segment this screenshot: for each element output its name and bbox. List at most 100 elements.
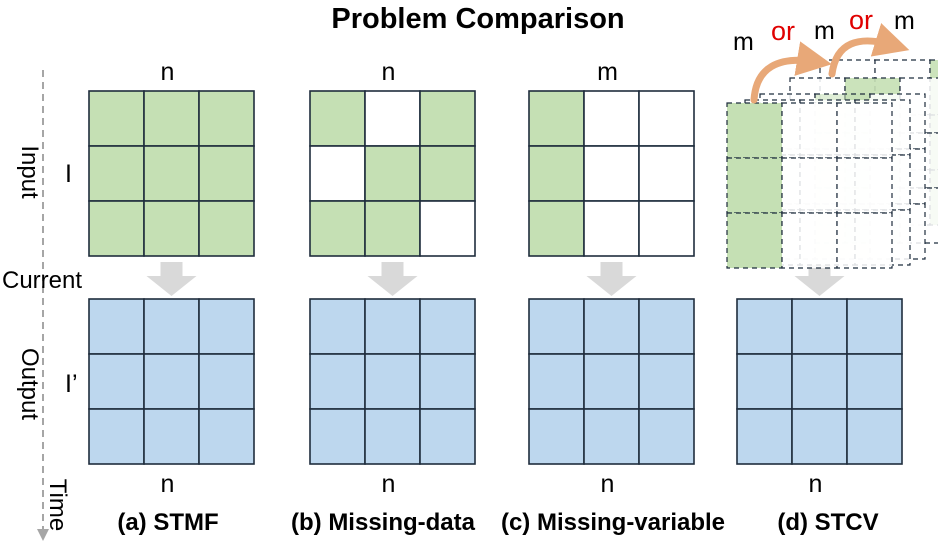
stcv-label-m-2: m [814, 17, 835, 45]
input-grid-cell [309, 200, 366, 257]
output-row-label: I’ [65, 370, 78, 398]
output-grid-cell [143, 408, 200, 465]
input-grid-cell [583, 145, 640, 202]
output-grid-cell [364, 408, 421, 465]
output-grid-cell [846, 353, 903, 410]
input-grid-cell [638, 200, 695, 257]
stcv-stacked-inputs [726, 59, 938, 269]
stacked-layer-cell [781, 157, 838, 214]
input-grid-cell [583, 200, 640, 257]
output-grid-cell [638, 353, 695, 410]
input-axis-label: Input [16, 145, 43, 199]
output-grid-cell [419, 353, 476, 410]
output-grid-cell [528, 298, 585, 355]
output-grid-cell [791, 298, 848, 355]
input-grid-cell [88, 90, 145, 147]
output-grid-cell [528, 408, 585, 465]
panel-bottom-dim: n [809, 470, 823, 498]
output-grid-cell [88, 353, 145, 410]
panel-bottom-dim: n [161, 470, 175, 498]
stcv-label-m-3: m [894, 7, 915, 35]
diagram-title: Problem Comparison [331, 3, 624, 35]
time-axis-label: Time [44, 479, 71, 531]
panel-caption: (c) Missing-variable [501, 509, 725, 536]
input-grid-cell [198, 90, 255, 147]
input-grid-cell [143, 145, 200, 202]
output-grid-cell [736, 353, 793, 410]
curved-arrow-2 [828, 23, 910, 78]
panel-caption: (b) Missing-data [291, 509, 476, 536]
output-grid-cell [88, 298, 145, 355]
input-grid-cell [419, 145, 476, 202]
input-grid-cell [583, 90, 640, 147]
input-grid-cell [309, 145, 366, 202]
input-grid-cell [143, 200, 200, 257]
output-grid-cell [309, 408, 366, 465]
output-grid-cell [791, 353, 848, 410]
output-grid-cell [198, 353, 255, 410]
output-grid-cell [736, 298, 793, 355]
input-grid-cell [198, 145, 255, 202]
stcv-label-or-2: or [849, 5, 873, 35]
input-grid-cell [88, 200, 145, 257]
output-grid-cell [309, 298, 366, 355]
panel-bottom-dim: n [382, 470, 396, 498]
output-grid-cell [419, 408, 476, 465]
output-grid-cell [846, 298, 903, 355]
output-grid-cell [88, 408, 145, 465]
stacked-layer-cell [726, 102, 783, 159]
panel-bottom-dim: n [601, 470, 615, 498]
input-grid-cell [638, 145, 695, 202]
stacked-layer-cell [836, 212, 893, 269]
stacked-layer-cell [836, 102, 893, 159]
input-grid-cell [419, 90, 476, 147]
input-grid-cell [528, 145, 585, 202]
transition-arrow [146, 262, 197, 296]
panel-top-dim: n [382, 58, 396, 86]
stacked-layer-cell [836, 157, 893, 214]
current-axis-label: Current [2, 267, 82, 294]
transition-arrow [794, 262, 845, 296]
output-grid-cell [846, 408, 903, 465]
input-grid-cell [528, 90, 585, 147]
output-grid-cell [638, 408, 695, 465]
input-grid-cell [638, 90, 695, 147]
stacked-layer-cell [726, 212, 783, 269]
output-grid-cell [309, 353, 366, 410]
curved-arrow-1 [750, 41, 832, 104]
stcv-label-or-1: or [771, 16, 795, 46]
stacked-layer-cell [726, 157, 783, 214]
input-grid-cell [143, 90, 200, 147]
output-grid-cell [583, 353, 640, 410]
output-grid-cell [583, 298, 640, 355]
output-axis-label: Output [16, 348, 43, 420]
panels-layer: n n (a) STMF n n (b) Missing-data m n (c) Missin… [88, 58, 903, 536]
output-grid-cell [364, 298, 421, 355]
input-grid-cell [419, 200, 476, 257]
stacked-layer-cell [781, 212, 838, 269]
stcv-label-m-1: m [733, 28, 754, 56]
panel-top-dim: n [161, 58, 175, 86]
output-grid-cell [583, 408, 640, 465]
input-grid-cell [364, 200, 421, 257]
output-grid-cell [143, 298, 200, 355]
output-grid-cell [198, 408, 255, 465]
panel-caption: (a) STMF [117, 509, 218, 536]
panel-caption: (d) STCV [777, 509, 878, 536]
transition-arrow [367, 262, 418, 296]
panel-top-dim: m [597, 58, 618, 86]
input-grid-cell [528, 200, 585, 257]
output-grid-cell [638, 298, 695, 355]
input-grid-cell [198, 200, 255, 257]
output-grid-cell [736, 408, 793, 465]
input-row-label: I [65, 160, 72, 188]
output-grid-cell [419, 298, 476, 355]
output-grid-cell [791, 408, 848, 465]
input-grid-cell [88, 145, 145, 202]
transition-arrow [586, 262, 637, 296]
input-grid-cell [309, 90, 366, 147]
output-grid-cell [528, 353, 585, 410]
input-grid-cell [364, 90, 421, 147]
stacked-layer-cell [781, 102, 838, 159]
